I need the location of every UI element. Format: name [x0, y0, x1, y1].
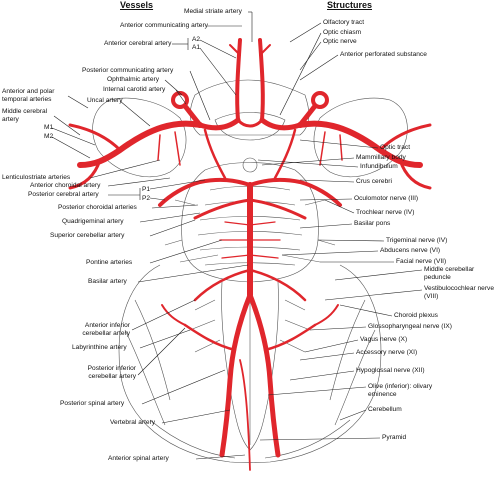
label-anterior-cerebral-artery: Anterior cerebral artery	[104, 40, 172, 47]
label-uncal-artery: Uncal artery	[87, 97, 123, 104]
label-optic-nerve: Optic nerve	[323, 38, 357, 45]
label-pyramid: Pyramid	[382, 434, 407, 441]
label-anterior-perforated-substance: Anterior perforated substance	[340, 51, 427, 58]
label-facial-nerve: Facial nerve (VII)	[396, 258, 447, 265]
label-posterior-communicating-artery: Posterior communicating artery	[82, 67, 174, 74]
label-anterior-choroidal-artery: Anterior choroidal artery	[30, 182, 101, 189]
label-a2: A2	[192, 36, 201, 43]
label-choroid-plexus: Choroid plexus	[394, 312, 438, 319]
label-optic-chiasm: Optic chiasm	[323, 29, 362, 36]
label-internal-carotid-artery: Internal carotid artery	[103, 86, 166, 93]
label-basilar-pons: Basilar pons	[354, 220, 391, 227]
label-cerebellum: Cerebellum	[368, 406, 402, 413]
label-vestibulocochlear-nerve: Vestibulocochlear nerve (VIII)	[424, 285, 495, 300]
label-trochlear-nerve: Trochlear nerve (IV)	[356, 209, 415, 216]
label-ophthalmic-artery: Ophthalmic artery	[107, 76, 160, 83]
structures-header: Structures	[327, 0, 373, 10]
label-anterior-polar-temporal-arteries: Anterior and polar temporal arteries	[2, 88, 55, 103]
label-lenticulostriate-arteries: Lenticulostriate arteries	[2, 174, 71, 181]
label-infundibulum: Infundibulum	[360, 163, 398, 170]
label-p2: P2	[142, 195, 151, 202]
basilar-tip	[247, 182, 253, 188]
label-medial-striate-artery: Medial striate artery	[184, 8, 242, 15]
label-labyrinthine-artery: Labyrinthine artery	[72, 344, 127, 351]
arterial-tree	[68, 38, 432, 471]
label-accessory-nerve: Accessory nerve (XI)	[356, 349, 418, 356]
label-anterior-inferior-cerebellar-artery: Anterior inferior cerebellar artery	[82, 322, 130, 337]
label-basilar-artery: Basilar artery	[88, 278, 127, 285]
label-crus-cerebri: Crus cerebri	[356, 178, 392, 185]
label-middle-cerebellar-peduncle: Middle cerebellar peduncle	[424, 266, 475, 281]
label-hypoglossal-nerve: Hypoglossal nerve (XII)	[356, 367, 425, 374]
label-posterior-spinal-artery: Posterior spinal artery	[60, 400, 125, 407]
label-olfactory-tract: Olfactory tract	[323, 19, 365, 26]
label-posterior-choroidal-arteries: Posterior choroidal arteries	[58, 204, 137, 211]
label-trigeminal-nerve: Trigeminal nerve (IV)	[386, 237, 448, 244]
vessels-header: Vessels	[120, 0, 154, 10]
label-posterior-cerebral-artery: Posterior cerebral artery	[28, 191, 99, 198]
label-vertebral-artery: Vertebral artery	[110, 419, 156, 426]
label-anterior-communicating-artery: Anterior communicating artery	[120, 22, 208, 29]
label-anterior-spinal-artery: Anterior spinal artery	[108, 455, 169, 462]
label-oculomotor-nerve: Oculomotor nerve (III)	[354, 195, 419, 202]
label-p1: P1	[142, 186, 151, 193]
label-superior-cerebellar-artery: Superior cerebellar artery	[50, 232, 125, 239]
label-posterior-inferior-cerebellar-artery: Posterior inferior cerebellar artery	[87, 365, 136, 380]
label-m2: M2	[44, 133, 54, 140]
label-m1: M1	[44, 124, 54, 131]
label-pontine-arteries: Pontine arteries	[86, 259, 133, 266]
label-a1: A1	[192, 44, 201, 51]
label-optic-tract: Optic tract	[380, 144, 411, 151]
label-olive-inferior: Olive (inferior): olivary eminence	[368, 383, 433, 398]
label-abducens-nerve: Abducens nerve (VI)	[380, 247, 441, 254]
label-quadrigeminal-artery: Quadrigeminal artery	[62, 218, 124, 225]
label-mammillary-body: Mammillary body	[356, 154, 406, 161]
label-glossopharyngeal-nerve: Glossopharyngeal nerve (IX)	[368, 323, 452, 330]
label-middle-cerebral-artery: Middle cerebral artery	[2, 108, 48, 123]
label-vagus-nerve: Vagus nerve (X)	[360, 336, 408, 343]
